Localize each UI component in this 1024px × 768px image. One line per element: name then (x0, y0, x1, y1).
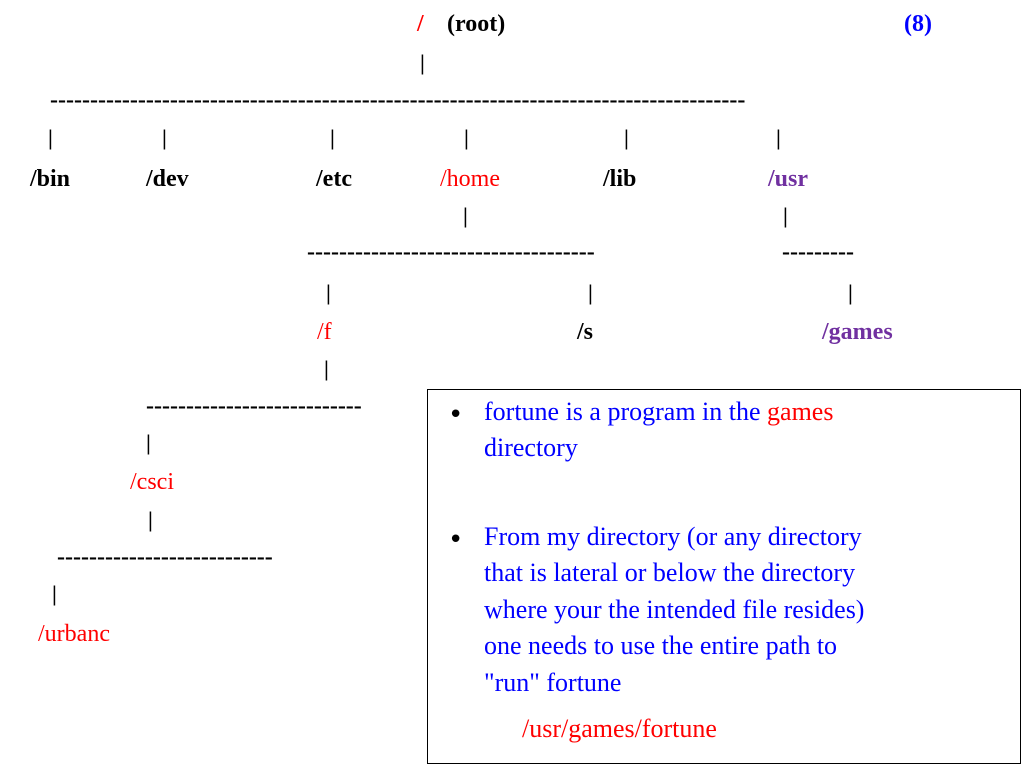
note-item-2-line: From my directory (or any directory (484, 522, 862, 551)
dash-line-home: ------------------------------------ (307, 239, 595, 265)
dir-games: /games (822, 319, 893, 345)
slide-number: (8) (904, 11, 932, 37)
pipe-games: | (848, 280, 853, 305)
note-item-1: fortune is a program in the games direct… (484, 394, 833, 467)
pipe-csci-down: | (148, 507, 153, 532)
dir-etc: /etc (316, 166, 352, 192)
dir-s: /s (577, 319, 594, 345)
pipe-lib: | (624, 125, 629, 150)
note-item-1-line-2: directory (484, 433, 578, 463)
note-item-2: From my directory (or any directory that… (484, 519, 864, 701)
dir-urbanc: /urbanc (38, 621, 110, 647)
bullet-icon: • (448, 525, 464, 555)
dir-home: /home (440, 166, 500, 192)
pipe-usr: | (776, 125, 781, 150)
root-label: (root) (447, 11, 506, 37)
pipe-csci: | (146, 430, 151, 455)
dir-dev: /dev (146, 166, 189, 192)
fortune-path: /usr/games/fortune (522, 714, 717, 743)
dash-line-f: --------------------------- (146, 393, 362, 419)
pipe-dev: | (162, 125, 167, 150)
pipe-home-down: | (463, 203, 468, 228)
dash-line-level1: ----------------------------------------… (50, 87, 746, 113)
dash-line-usr: --------- (782, 239, 854, 265)
dash-line-csci: --------------------------- (57, 544, 273, 570)
dir-lib: /lib (603, 166, 637, 192)
bullet-icon: • (448, 400, 464, 430)
dir-csci: /csci (130, 469, 174, 495)
notes-box: • fortune is a program in the games dire… (427, 389, 1021, 764)
pipe-usr-down: | (783, 203, 788, 228)
pipe-f: | (326, 280, 331, 305)
pipe-s: | (588, 280, 593, 305)
pipe-root: | (420, 50, 425, 75)
note-item-2-line: "run" fortune (484, 667, 622, 697)
games-highlight: games (767, 397, 834, 426)
dir-usr: /usr (768, 166, 809, 192)
note-item-2-line: that is lateral or below the directory (484, 558, 856, 588)
dir-bin: /bin (30, 166, 71, 192)
pipe-home: | (464, 125, 469, 150)
note-item-2-line: one needs to use the entire path to (484, 631, 838, 661)
root-slash: / (417, 11, 424, 37)
note-item-2-line: where your the intended file resides) (484, 594, 865, 624)
pipe-urbanc: | (52, 581, 57, 606)
dir-f: /f (317, 319, 332, 345)
pipe-bin: | (48, 125, 53, 150)
pipe-etc: | (330, 125, 335, 150)
pipe-f-down: | (324, 356, 329, 381)
note-item-1-line-1: fortune is a program in the games (484, 397, 834, 426)
